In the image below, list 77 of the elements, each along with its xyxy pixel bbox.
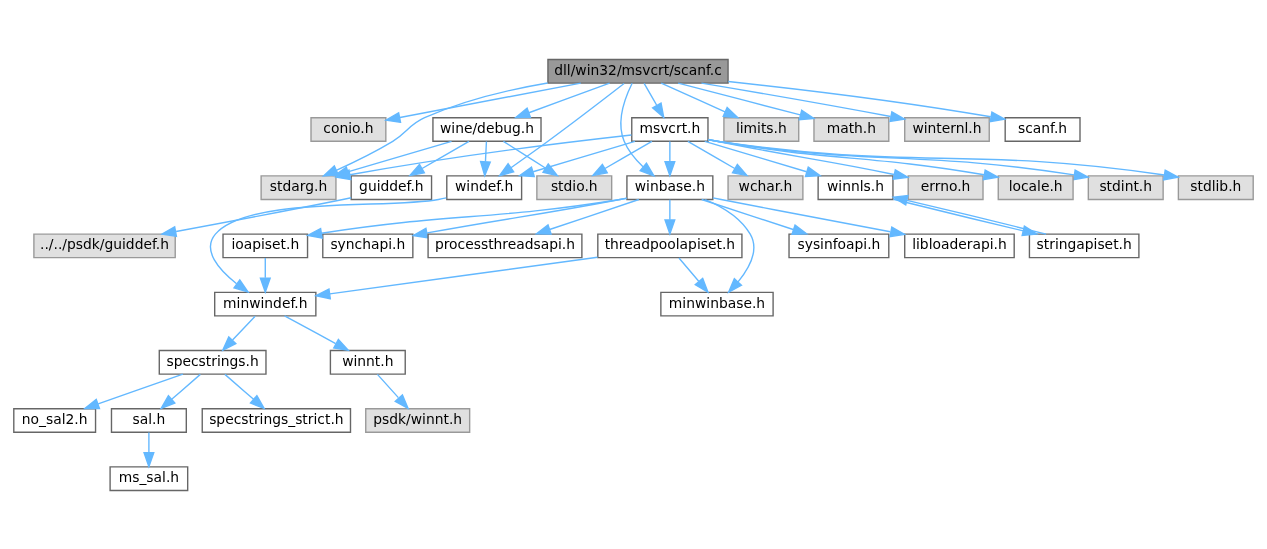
- arrow: [678, 256, 710, 294]
- node-box: wchar.h: [727, 174, 804, 200]
- node-box: specstrings_strict.h: [201, 407, 352, 433]
- node-box: errno.h: [907, 174, 984, 200]
- arrow: [376, 373, 410, 410]
- node-box: stdarg.h: [260, 174, 337, 200]
- arrow: [707, 138, 1091, 181]
- arrow: [704, 198, 755, 294]
- arrow: [892, 198, 1039, 236]
- node-box: stdlib.h: [1177, 174, 1254, 200]
- node-box: wine/debug.h: [432, 116, 542, 142]
- arrow: [159, 373, 202, 410]
- arrow: [707, 138, 1001, 180]
- node-box: sysinfoapi.h: [788, 232, 890, 258]
- arrow: [891, 194, 1047, 235]
- arrow: [664, 140, 676, 178]
- arrow: [221, 314, 256, 352]
- node-box: winnt.h: [329, 349, 406, 375]
- arrow: [159, 196, 352, 237]
- node-box: libloaderapi.h: [904, 232, 1015, 258]
- arrow: [700, 198, 809, 235]
- arrow: [517, 140, 636, 177]
- arrow: [727, 80, 1007, 122]
- arrow: [143, 431, 155, 469]
- node-box: math.h: [813, 116, 890, 142]
- node-box: stdint.h: [1087, 174, 1164, 200]
- arrow: [660, 81, 740, 118]
- node-box: processthreadsapi.h: [427, 232, 583, 258]
- node-box: ioapiset.h: [222, 232, 309, 258]
- arrow: [209, 196, 447, 293]
- node-box: specstrings.h: [158, 349, 267, 375]
- arrow: [82, 372, 184, 409]
- arrow: [408, 140, 470, 177]
- arrow: [620, 82, 656, 177]
- arrow: [664, 198, 676, 236]
- arrow: [712, 196, 907, 237]
- node-box: dll/win32/msvcrt/scanf.c: [547, 58, 729, 84]
- node-box: sal.h: [110, 407, 187, 433]
- node-box: winternl.h: [904, 116, 990, 142]
- arrow: [411, 196, 628, 239]
- node-box: minwinbase.h: [660, 291, 774, 317]
- arrow: [313, 256, 599, 300]
- arrow: [704, 140, 823, 177]
- arrow: [707, 138, 1181, 181]
- arrow: [259, 256, 272, 294]
- node-box: minwindef.h: [214, 291, 317, 317]
- node-box: ../../psdk/guiddef.h: [33, 232, 176, 258]
- arrow: [534, 198, 640, 235]
- node-box: guiddef.h: [350, 174, 433, 200]
- arrow: [305, 197, 628, 239]
- node-box: conio.h: [310, 116, 387, 142]
- node-box: winnls.h: [817, 174, 894, 200]
- arrow: [591, 140, 653, 177]
- arrow: [224, 373, 266, 410]
- node-box: winbase.h: [626, 174, 714, 200]
- node-box: threadpoolapiset.h: [597, 232, 743, 258]
- node-box: limits.h: [723, 116, 800, 142]
- arrow: [700, 81, 907, 122]
- arrow: [383, 81, 582, 123]
- arrow: [677, 81, 816, 120]
- node-box: windef.h: [446, 174, 523, 200]
- node-box: locale.h: [997, 174, 1074, 200]
- node-box: stringapiset.h: [1028, 232, 1140, 258]
- arrow: [283, 314, 351, 351]
- arrow: [513, 81, 611, 118]
- node-box: psdk/winnt.h: [365, 407, 471, 433]
- node-box: no_sal2.h: [13, 407, 97, 433]
- arrow: [497, 82, 625, 177]
- arrow: [687, 140, 749, 177]
- node-box: msvcrt.h: [631, 116, 709, 142]
- node-box: stdio.h: [536, 174, 613, 200]
- arrow: [502, 140, 560, 177]
- arrow: [479, 140, 492, 178]
- node-box: ms_sal.h: [109, 465, 189, 491]
- arrow: [643, 82, 665, 119]
- node-box: scanf.h: [1004, 116, 1081, 142]
- node-box: synchapi.h: [322, 232, 414, 258]
